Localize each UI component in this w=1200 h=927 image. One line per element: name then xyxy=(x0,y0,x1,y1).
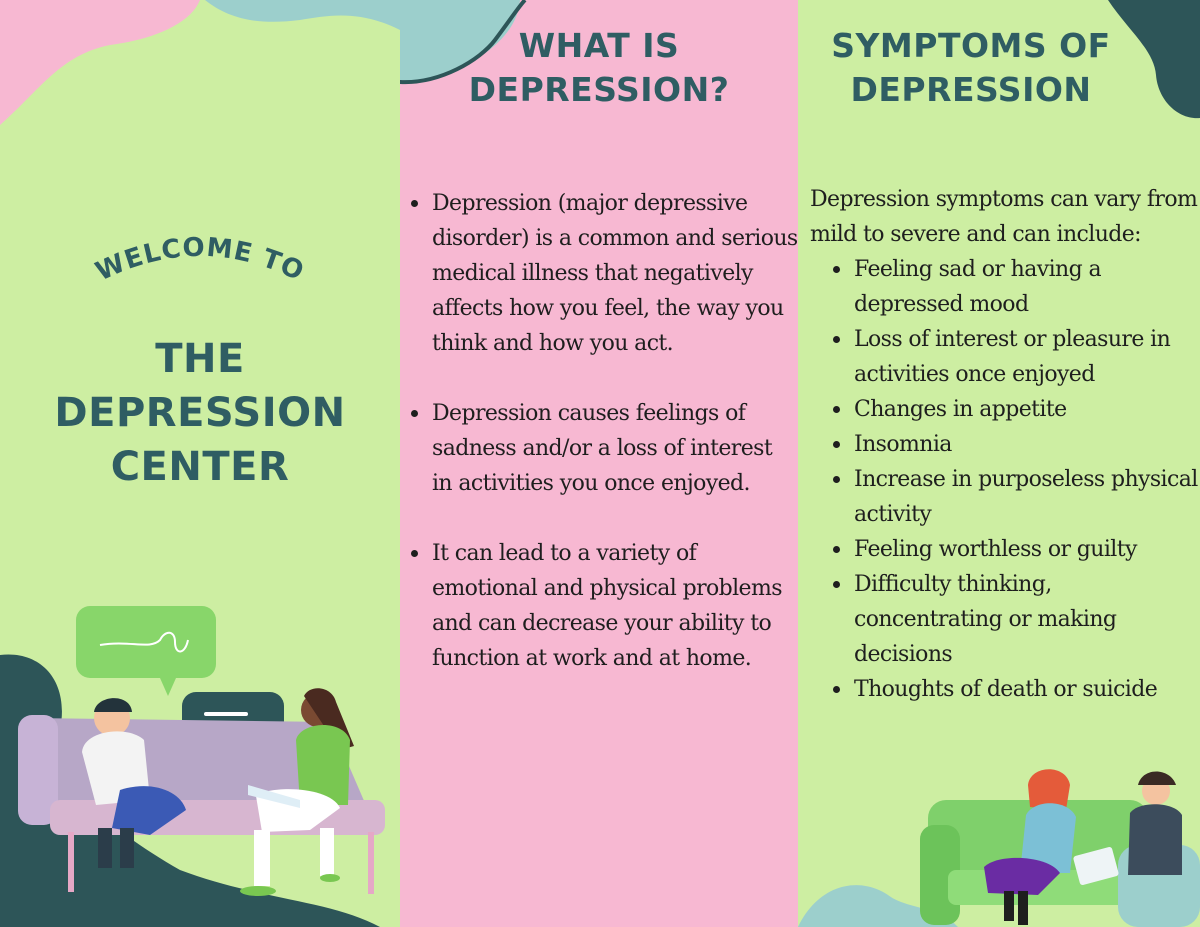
counselling-illustration xyxy=(798,769,1200,927)
list-item: Changes in appetite xyxy=(833,392,1200,427)
what-is-heading-line-2: DEPRESSION? xyxy=(468,70,730,109)
welcome-curved-text: WELCOME TO xyxy=(91,233,308,288)
what-is-body: Depression (major depressive disorder) i… xyxy=(411,186,798,711)
list-item: Difficulty thinking, concentrating or ma… xyxy=(833,567,1200,672)
list-item: Thoughts of death or suicide xyxy=(833,672,1200,707)
list-item: Feeling worthless or guilty xyxy=(833,532,1200,567)
symptoms-heading: SYMPTOMS OF DEPRESSION xyxy=(798,24,1144,112)
symptoms-heading-line-2: DEPRESSION xyxy=(850,70,1092,109)
dark-teal-blob-decoration xyxy=(1108,0,1200,119)
symptoms-body: Depression symptoms can vary from mild t… xyxy=(810,182,1200,707)
svg-text:WELCOME TO: WELCOME TO xyxy=(91,233,308,288)
list-item: Increase in purposeless physical activit… xyxy=(833,462,1200,532)
panel-what-is: WHAT IS DEPRESSION? Depression (major de… xyxy=(400,0,798,927)
symptoms-heading-line-1: SYMPTOMS OF xyxy=(831,26,1111,65)
list-item: Depression causes feelings of sadness an… xyxy=(411,396,798,501)
list-item: It can lead to a variety of emotional an… xyxy=(411,536,798,676)
pink-blob-decoration xyxy=(0,0,400,125)
symptoms-intro: Depression symptoms can vary from mild t… xyxy=(810,187,1198,247)
teal-wave-decoration xyxy=(400,0,527,85)
panel-welcome: WELCOME TO THE DEPRESSION CENTER xyxy=(0,0,400,927)
title-line-2: DEPRESSION xyxy=(54,390,346,436)
title-line-1: THE xyxy=(155,336,245,382)
what-is-heading-line-1: WHAT IS xyxy=(518,26,680,65)
title-line-3: CENTER xyxy=(110,444,290,490)
therapy-session-illustration xyxy=(0,606,385,927)
panel-symptoms: SYMPTOMS OF DEPRESSION Depression sympto… xyxy=(798,0,1200,927)
list-item: Loss of interest or pleasure in activiti… xyxy=(833,322,1200,392)
list-item: Insomnia xyxy=(833,427,1200,462)
list-item: Depression (major depressive disorder) i… xyxy=(411,186,798,361)
welcome-label: WELCOME TO xyxy=(91,233,307,288)
center-title: THE DEPRESSION CENTER xyxy=(0,332,400,494)
what-is-heading: WHAT IS DEPRESSION? xyxy=(400,24,798,112)
list-item: Feeling sad or having a depressed mood xyxy=(833,252,1200,322)
